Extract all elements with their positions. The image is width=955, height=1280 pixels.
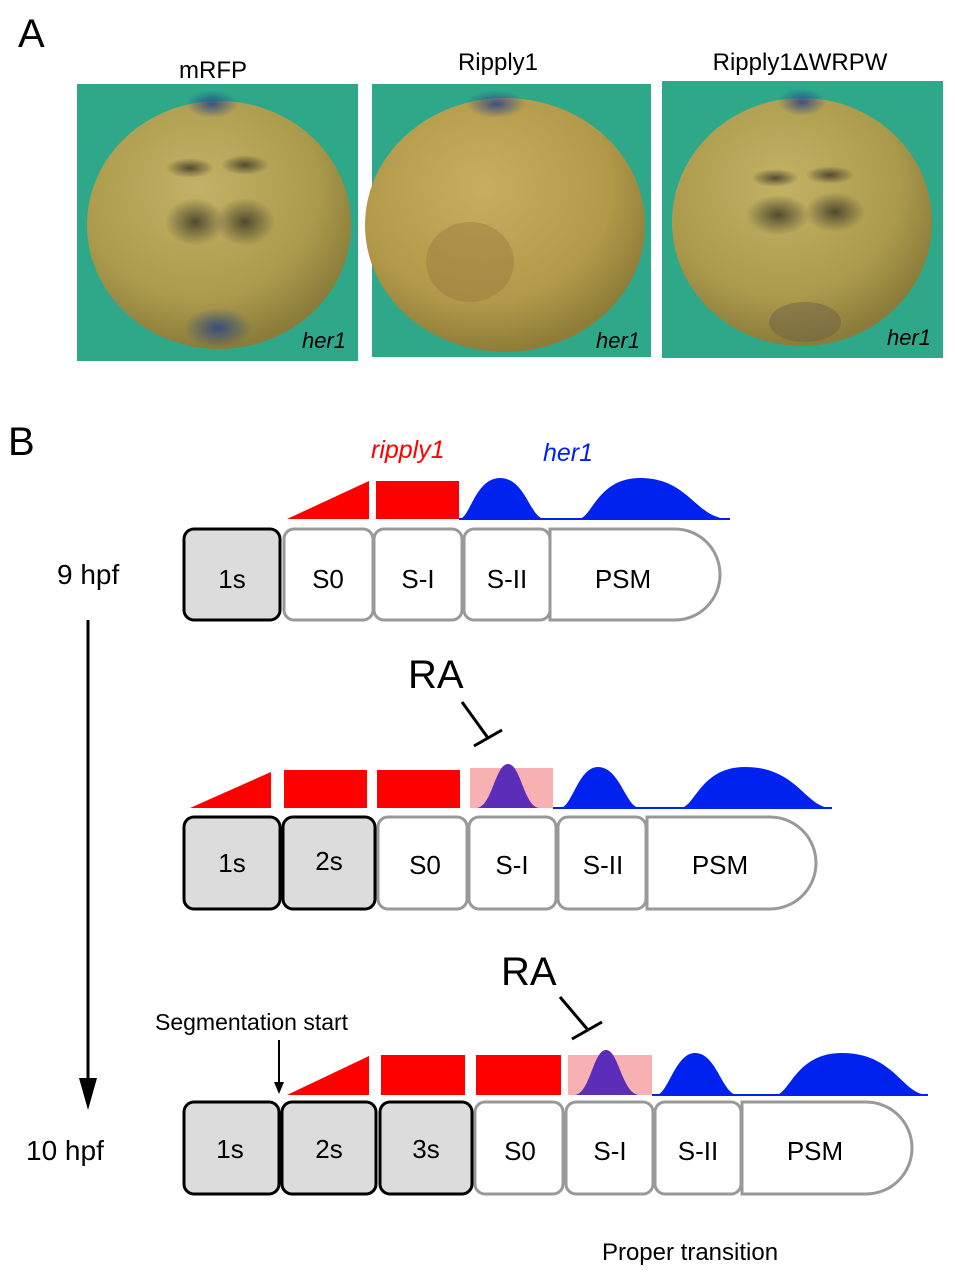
ripply1-block (381, 1055, 465, 1095)
ripply1-block (476, 1055, 561, 1095)
segment-label: S0 (409, 850, 441, 880)
somite-box (182, 815, 282, 911)
row-9hpf: 1s S0 S-I S-II PSM (182, 478, 730, 622)
segment-label: S-I (495, 850, 528, 880)
her1-peak (775, 1053, 928, 1095)
segment-label: S-II (487, 564, 527, 594)
segment-label: S0 (504, 1136, 536, 1166)
segment-label: 1s (216, 1134, 243, 1164)
embryo-photo-mrfp: her1 (77, 84, 358, 361)
ra-inhibition-bar (473, 728, 503, 748)
segment-label: 2s (315, 846, 342, 876)
segment-label: 3s (412, 1134, 439, 1164)
segment-label: S0 (312, 564, 344, 594)
gene-label: her1 (302, 328, 346, 353)
somite-box (280, 1100, 378, 1196)
photo-title-ripply1: Ripply1 (458, 49, 538, 76)
her1-overlap-peak (574, 1050, 640, 1095)
photo-title-ripply1-dwrpw: Ripply1ΔWRPW (713, 49, 888, 76)
segment-box (473, 1100, 565, 1196)
segment-label: 1s (218, 848, 245, 878)
her1-peak (459, 478, 545, 519)
embryo-photo-ripply1: her1 (365, 84, 651, 357)
row-10hpf: RA Segmentation start 1s 2s 3s S0 S-I S-… (155, 950, 928, 1196)
her1-peak (680, 767, 832, 808)
gene-label: her1 (887, 325, 931, 350)
segmentation-arrow-head (274, 1082, 284, 1094)
psm-shape (740, 1100, 914, 1196)
segment-box (564, 1100, 655, 1196)
segment-label: PSM (595, 564, 651, 594)
proper-transition-label: Proper transition (602, 1239, 778, 1266)
panel-a-letter: A (18, 12, 45, 56)
ra-inhibition-line (558, 996, 590, 1031)
somite-box (182, 527, 282, 622)
segment-label: S-II (678, 1136, 718, 1166)
segment-label: PSM (692, 850, 748, 880)
segment-box (467, 815, 558, 911)
ripply1-block (377, 770, 460, 808)
ripply1-ramp (190, 772, 271, 808)
gene-label: her1 (596, 328, 640, 353)
her1-peak (560, 767, 640, 808)
segment-label: S-II (583, 850, 623, 880)
her1-peak (578, 478, 730, 519)
segment-label: S-I (593, 1136, 626, 1166)
embryo-photo-ripply1-dwrpw: her1 (662, 81, 943, 358)
ra-inhibition-bar (571, 1020, 603, 1041)
somite-box (182, 1100, 281, 1196)
ripply1-ramp (287, 481, 369, 519)
row-middle: RA 1s 2s S0 S-I S-II PSM (182, 653, 832, 911)
segmentation-start-label: Segmentation start (155, 1009, 349, 1035)
panel-b-letter: B (8, 420, 35, 464)
segment-label: 2s (315, 1134, 342, 1164)
ra-inhibition-line (460, 701, 490, 739)
somite-box (281, 815, 377, 911)
segment-label: PSM (787, 1136, 843, 1166)
ripply1-legend: ripply1 (371, 436, 445, 464)
ripply1-block (376, 481, 459, 519)
her1-legend: her1 (543, 439, 593, 467)
time-arrow-head (79, 1078, 97, 1110)
somite-box (378, 1100, 474, 1196)
time-label-start: 9 hpf (57, 559, 119, 590)
time-label-end: 10 hpf (26, 1135, 104, 1166)
ra-label: RA (408, 653, 464, 697)
photo-title-mrfp: mRFP (179, 57, 247, 84)
segment-label: 1s (218, 564, 245, 594)
segment-box (376, 815, 469, 911)
ripply1-ramp (287, 1056, 369, 1095)
her1-peak (656, 1053, 738, 1095)
psm-shape (645, 815, 818, 911)
her1-overlap-peak (476, 764, 540, 808)
segment-box (372, 527, 464, 622)
ra-label: RA (501, 950, 557, 994)
psm-shape (548, 527, 722, 622)
segment-label: S-I (401, 564, 434, 594)
ripply1-block (284, 770, 367, 808)
